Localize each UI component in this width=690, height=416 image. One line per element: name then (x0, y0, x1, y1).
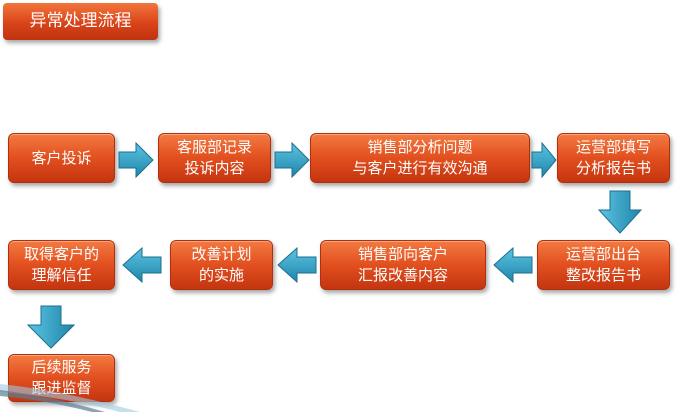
node-sales-analysis: 销售部分析问题 与客户进行有效沟通 (310, 133, 530, 183)
page-title: 异常处理流程 (3, 3, 158, 40)
arrow-right-icon (118, 142, 154, 178)
node-record-complaint: 客服部记录 投诉内容 (158, 133, 271, 183)
arrow-down-icon (27, 305, 75, 349)
arrow-left-icon (122, 247, 162, 283)
arrow-down-icon (598, 190, 642, 234)
node-customer-complaint: 客户投诉 (8, 133, 115, 183)
arrow-left-icon (493, 247, 533, 283)
node-rectification-report: 运营部出台 整改报告书 (537, 240, 670, 290)
arrow-right-icon (274, 142, 310, 178)
node-gain-trust: 取得客户的 理解信任 (8, 240, 115, 290)
decorative-swoosh (0, 370, 150, 416)
arrow-left-icon (277, 247, 317, 283)
node-implement-plan: 改善计划 的实施 (170, 240, 273, 290)
arrow-right-icon (531, 142, 557, 178)
node-ops-report: 运营部填写 分析报告书 (557, 133, 670, 183)
node-report-improvement: 销售部向客户 汇报改善内容 (320, 240, 486, 290)
